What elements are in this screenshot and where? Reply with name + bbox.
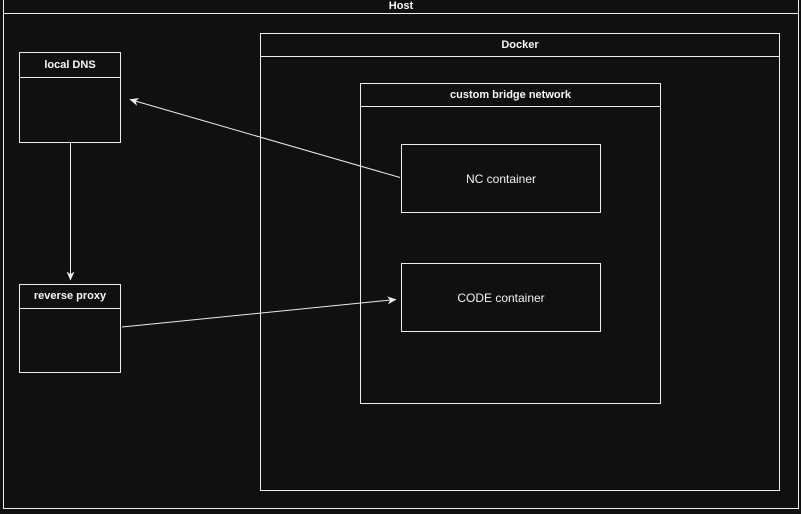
local-dns-label: local DNS bbox=[20, 53, 120, 78]
nc-container-node: NC container bbox=[401, 144, 601, 213]
custom-bridge-network-label: custom bridge network bbox=[361, 84, 660, 107]
reverse-proxy-node: reverse proxy bbox=[19, 284, 121, 373]
code-container-label: CODE container bbox=[457, 290, 545, 305]
code-container-node: CODE container bbox=[401, 263, 601, 332]
host-group-label: Host bbox=[4, 0, 798, 14]
local-dns-node: local DNS bbox=[19, 52, 121, 143]
nc-container-label: NC container bbox=[465, 171, 537, 186]
custom-bridge-network-box: custom bridge network bbox=[360, 83, 661, 404]
reverse-proxy-label: reverse proxy bbox=[20, 285, 120, 309]
host-group-box: Host bbox=[3, 0, 799, 509]
docker-group-box: Docker bbox=[260, 33, 780, 491]
docker-group-label: Docker bbox=[261, 34, 779, 57]
